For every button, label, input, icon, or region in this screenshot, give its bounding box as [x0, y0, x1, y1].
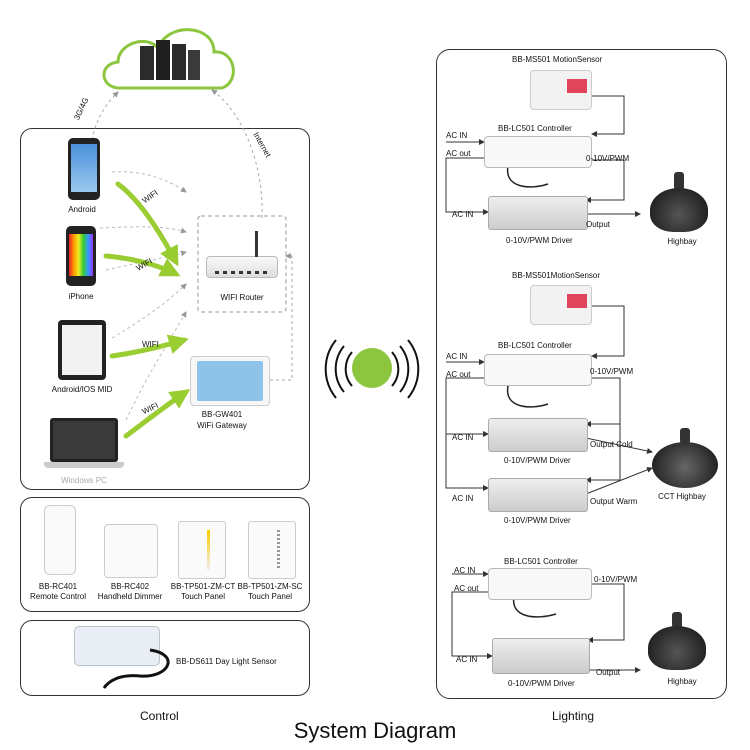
g3-highbay-icon [644, 612, 710, 672]
g3-driver-ac-in-label: AC IN [456, 655, 478, 664]
control-1-model: BB-RC401 [38, 582, 78, 591]
g3-output-label: Output [596, 668, 621, 677]
g1-sensor-label: BB-MS501 MotionSensor [512, 55, 603, 64]
g2-ac-in-label: AC IN [446, 352, 468, 361]
g3-controller-icon [488, 568, 592, 600]
control-4-model: BB-TP501-ZM-SC [237, 582, 303, 591]
gateway-icon [190, 356, 270, 406]
tablet-label: Android/IOS MID [51, 385, 113, 394]
iphone-label: iPhone [68, 292, 94, 301]
router-label: WIFI Router [220, 293, 264, 302]
control-2-model: BB-RC402 [110, 582, 150, 591]
iphone-icon [66, 226, 96, 286]
g3-driver-label: 0-10V/PWM Driver [508, 679, 575, 688]
g2-output-cold-label: Output Cold [590, 440, 633, 449]
touch-panel-sc-icon [248, 521, 296, 579]
g2-lamp-label: CCT Highbay [658, 492, 706, 501]
sensor-panel [20, 620, 310, 696]
android-phone-icon [68, 138, 100, 200]
router-icon [206, 231, 278, 278]
daylight-sensor-icon [74, 626, 160, 666]
g1-lamp-label: Highbay [667, 237, 697, 246]
android-label: Android [68, 205, 96, 214]
g1-signal-label: 0-10V/PWM [586, 154, 630, 163]
g2-ac-out-label: AC out [446, 370, 471, 379]
g2-motion-sensor-icon [530, 285, 592, 325]
g3-signal-label: 0-10V/PWM [594, 575, 638, 584]
control-2-name: Handheld Dimmer [97, 592, 163, 601]
g2-driver2-ac-in-label: AC IN [452, 494, 474, 503]
g3-ac-in-label: AC IN [454, 566, 476, 575]
g2-driver2-icon [488, 478, 588, 512]
remote-control-icon [44, 505, 76, 575]
g3-ac-out-label: AC out [454, 584, 479, 593]
g1-ac-out-label: AC out [446, 149, 471, 158]
g1-driver-icon [488, 196, 588, 230]
g1-highbay-icon [646, 172, 712, 234]
gateway-name-label: WiFi Gateway [197, 421, 247, 430]
control-caption: Control [140, 709, 179, 723]
handheld-dimmer-icon [104, 524, 158, 578]
g2-driver2-label: 0-10V/PWM Driver [504, 516, 571, 525]
wifi-label-3: WIFI [142, 340, 159, 349]
lighting-caption: Lighting [552, 709, 595, 723]
control-1-name: Remote Control [29, 592, 87, 601]
control-4-name: Touch Panel [247, 592, 293, 601]
g2-driver1-label: 0-10V/PWM Driver [504, 456, 571, 465]
g2-signal-label: 0-10V/PWM [590, 367, 634, 376]
g2-cct-highbay-icon [650, 428, 720, 490]
pc-label: Windows PC [61, 476, 107, 485]
g1-output-label: Output [586, 220, 611, 229]
gateway-model-label: BB-GW401 [201, 410, 243, 419]
g3-controller-label: BB-LC501 Controller [504, 557, 578, 566]
g2-sensor-label: BB-MS501MotionSensor [512, 271, 601, 280]
g2-driver1-icon [488, 418, 588, 452]
g1-controller-label: BB-LC501 Controller [498, 124, 572, 133]
g2-controller-icon [484, 354, 592, 386]
control-3-model: BB-TP501-ZM-CT [170, 582, 236, 591]
g1-driver-ac-in-label: AC IN [452, 210, 474, 219]
sensor-label: BB-DS611 Day Light Sensor [176, 657, 277, 666]
g2-controller-label: BB-LC501 Controller [498, 341, 572, 350]
page-title: System Diagram [293, 718, 457, 743]
g1-ac-in-label: AC IN [446, 131, 468, 140]
control-3-name: Touch Panel [180, 592, 226, 601]
g1-driver-label: 0-10V/PWM Driver [506, 236, 573, 245]
g1-controller-icon [484, 136, 592, 168]
g3-driver-icon [492, 638, 590, 674]
laptop-icon [44, 418, 124, 474]
g2-driver1-ac-in-label: AC IN [452, 433, 474, 442]
g3-lamp-label: Highbay [667, 677, 697, 686]
touch-panel-ct-icon [178, 521, 226, 579]
tablet-icon [58, 320, 106, 380]
g1-motion-sensor-icon [530, 70, 592, 110]
g2-output-warm-label: Output Warm [590, 497, 638, 506]
